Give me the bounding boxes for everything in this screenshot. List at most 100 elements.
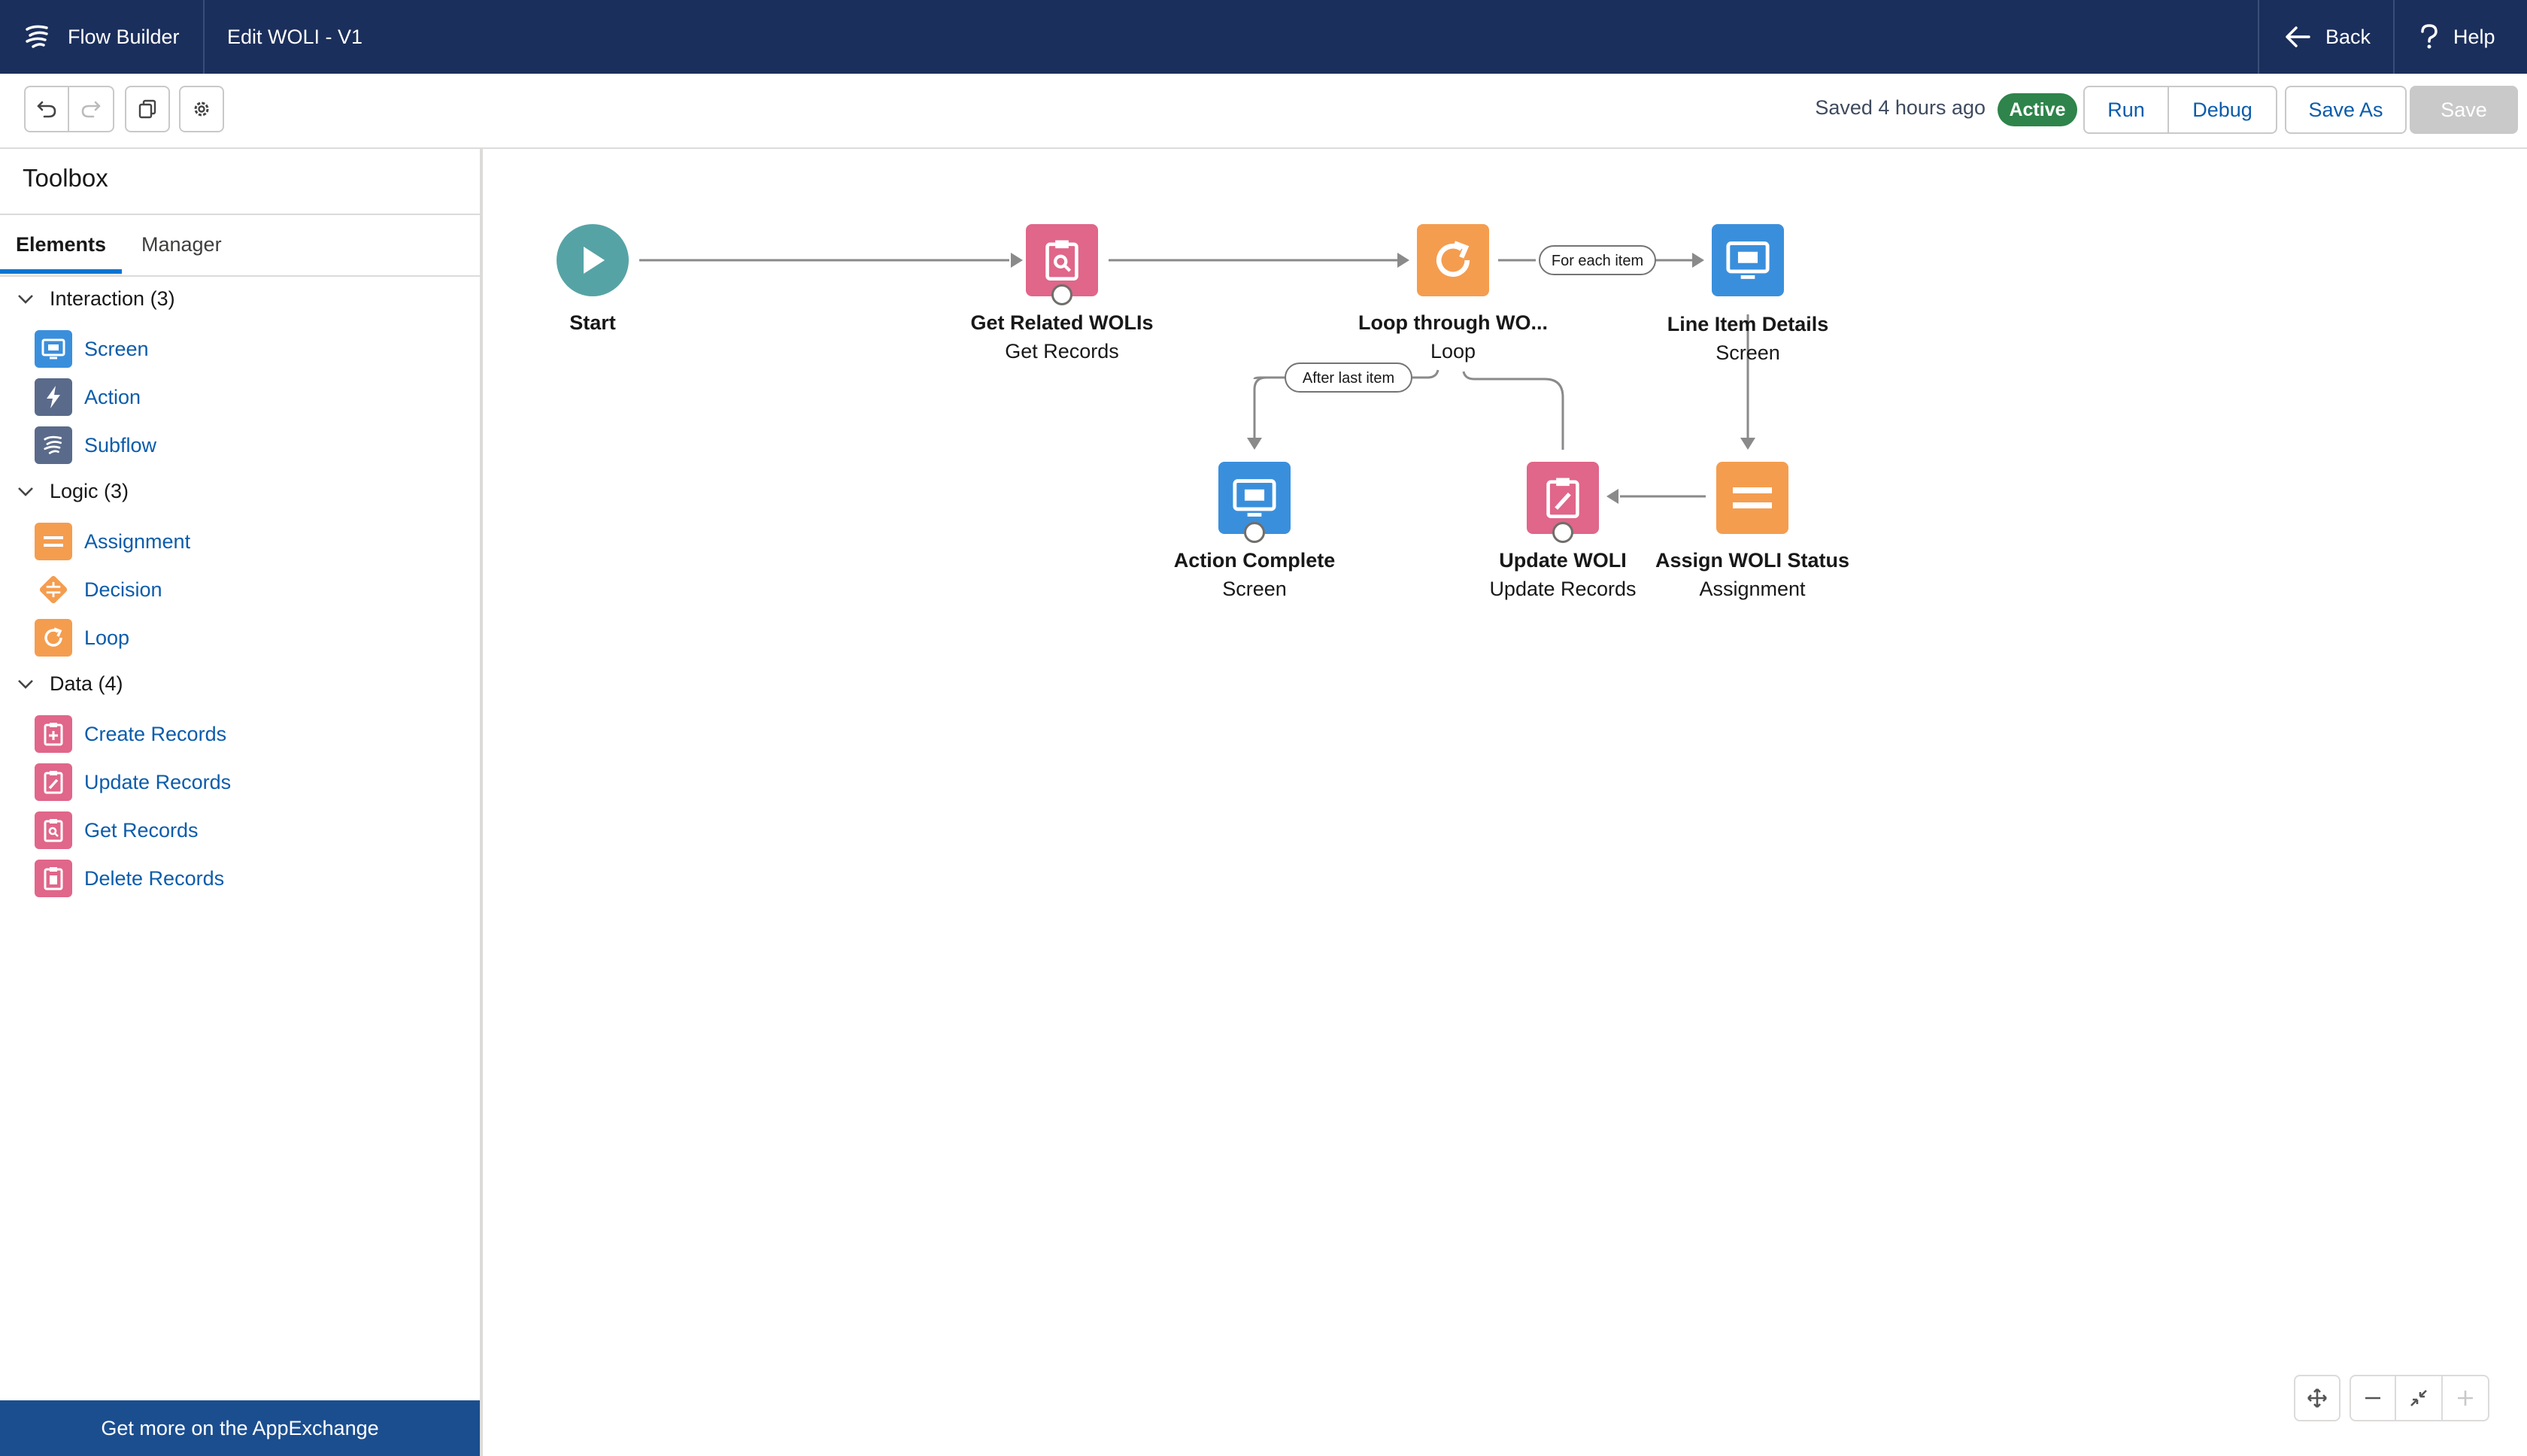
screen-icon: [1726, 241, 1770, 279]
gear-icon: [194, 102, 209, 117]
toolbox-item-delete-records[interactable]: Delete Records: [35, 859, 224, 898]
toolbar: Saved 4 hours ago Run Debug Save As Save: [0, 74, 2527, 149]
item-label: Loop: [84, 626, 130, 649]
app-name: Flow Builder: [68, 25, 180, 48]
flow-canvas[interactable]: Start Get Related WOLIs Get Records Loop…: [483, 149, 2527, 1456]
save-button[interactable]: Save: [2410, 86, 2518, 134]
group-data[interactable]: Data (4): [17, 672, 123, 696]
get-records-icon: [35, 811, 72, 849]
zoom-controls: [2350, 1375, 2489, 1421]
fit-view-button[interactable]: [2396, 1375, 2443, 1421]
screen-icon: [35, 330, 72, 368]
group-logic[interactable]: Logic (3): [17, 480, 129, 503]
zoom-in-button[interactable]: [2443, 1375, 2489, 1421]
connector: [1462, 371, 1564, 450]
update-records-icon: [1546, 478, 1579, 518]
redo-icon: [81, 101, 101, 118]
undo-button[interactable]: [24, 86, 69, 132]
node-type: Screen: [1716, 341, 1780, 364]
decision-icon: [35, 571, 72, 608]
edge-label-for-each: For each item: [1539, 245, 1656, 275]
item-label: Delete Records: [84, 866, 225, 890]
node-type: Screen: [1222, 578, 1287, 600]
loop-icon: [1436, 241, 1470, 278]
node-type: Get Records: [1005, 340, 1119, 362]
connector-handle[interactable]: [1244, 522, 1265, 543]
help-label: Help: [2453, 25, 2495, 48]
toolbox-item-create-records[interactable]: Create Records: [35, 714, 226, 754]
connector-handle[interactable]: [1051, 284, 1072, 305]
arrow-head: [1606, 489, 1618, 504]
back-button[interactable]: Back: [2258, 0, 2395, 74]
node-label-action-complete: Action Complete Screen: [1119, 546, 1390, 603]
arrow-head: [1247, 438, 1262, 450]
connector: [1253, 376, 1291, 447]
item-label: Subflow: [84, 433, 157, 457]
toolbox-item-screen[interactable]: Screen: [35, 329, 149, 369]
appexchange-link[interactable]: Get more on the AppExchange: [0, 1400, 480, 1456]
redo-button[interactable]: [69, 86, 114, 132]
toolbox-item-assignment[interactable]: Assignment: [35, 522, 190, 561]
toolbox-item-get-records[interactable]: Get Records: [35, 811, 199, 850]
toolbox-item-loop[interactable]: Loop: [35, 618, 129, 657]
toolbox-item-subflow[interactable]: Subflow: [35, 426, 156, 465]
tab-manager[interactable]: Manager: [141, 233, 222, 256]
arrow-left-icon: [2286, 26, 2310, 47]
copy-button[interactable]: [125, 86, 170, 132]
run-button[interactable]: Run: [2083, 86, 2169, 134]
app-launcher[interactable]: Flow Builder: [0, 0, 205, 74]
copy-icon: [138, 99, 156, 119]
plus-icon: [2458, 1391, 2473, 1406]
node-type: Loop: [1430, 340, 1476, 362]
connector: [1260, 369, 1439, 379]
node-label-line-item-details: Line Item Details Screen: [1612, 310, 1883, 367]
group-interaction[interactable]: Interaction (3): [17, 287, 175, 311]
save-as-button[interactable]: Save As: [2285, 86, 2407, 134]
connector: [1253, 376, 1261, 380]
item-label: Decision: [84, 578, 162, 601]
toolbox-item-decision[interactable]: Decision: [35, 570, 162, 609]
zoom-out-button[interactable]: [2350, 1375, 2396, 1421]
settings-button[interactable]: [179, 86, 224, 132]
start-node[interactable]: [557, 224, 629, 296]
pan-control: [2294, 1375, 2340, 1421]
subflow-icon: [35, 426, 72, 464]
chevron-down-icon: [18, 294, 33, 304]
app-header: Flow Builder Edit WOLI - V1 Back Help: [0, 0, 2527, 74]
toolbox-item-update-records[interactable]: Update Records: [35, 763, 231, 802]
status-badge: Active: [1998, 93, 2077, 126]
play-icon: [584, 247, 605, 274]
item-label: Update Records: [84, 770, 232, 793]
divider: [0, 214, 480, 215]
node-label-start: Start: [457, 308, 728, 337]
toolbox-title: Toolbox: [23, 164, 108, 192]
help-button[interactable]: Help: [2393, 0, 2527, 74]
minus-icon: [2365, 1397, 2380, 1400]
contract-icon: [2410, 1390, 2427, 1406]
chevron-down-icon: [18, 679, 33, 689]
arrow-head: [1011, 253, 1023, 268]
debug-button[interactable]: Debug: [2168, 86, 2277, 134]
node-name: Update WOLI: [1499, 549, 1627, 572]
node-label-update-woli: Update WOLI Update Records: [1427, 546, 1698, 603]
pan-button[interactable]: [2294, 1375, 2340, 1421]
create-records-icon: [35, 715, 72, 753]
toolbox-tabs: Elements Manager: [0, 215, 480, 277]
node-line-item-details[interactable]: [1712, 224, 1784, 296]
arrow-head: [1740, 438, 1755, 450]
item-label: Screen: [84, 337, 149, 360]
screen-icon: [1233, 479, 1276, 517]
arrow-head: [1692, 253, 1704, 268]
group-label: Data (4): [50, 672, 123, 695]
flow-title: Edit WOLI - V1: [227, 26, 363, 48]
tab-elements[interactable]: Elements: [0, 215, 122, 274]
node-label-assign-woli-status: Assign WOLI Status Assignment: [1617, 546, 1888, 603]
node-type: Assignment: [1699, 578, 1806, 600]
lightning-icon: [35, 378, 72, 416]
toolbox-item-action[interactable]: Action: [35, 378, 141, 417]
connector-handle[interactable]: [1552, 522, 1573, 543]
node-assign-woli-status[interactable]: [1716, 462, 1788, 534]
node-name: Get Related WOLIs: [970, 311, 1154, 334]
node-loop-through-wo[interactable]: [1417, 224, 1489, 296]
assignment-icon: [1733, 487, 1772, 508]
